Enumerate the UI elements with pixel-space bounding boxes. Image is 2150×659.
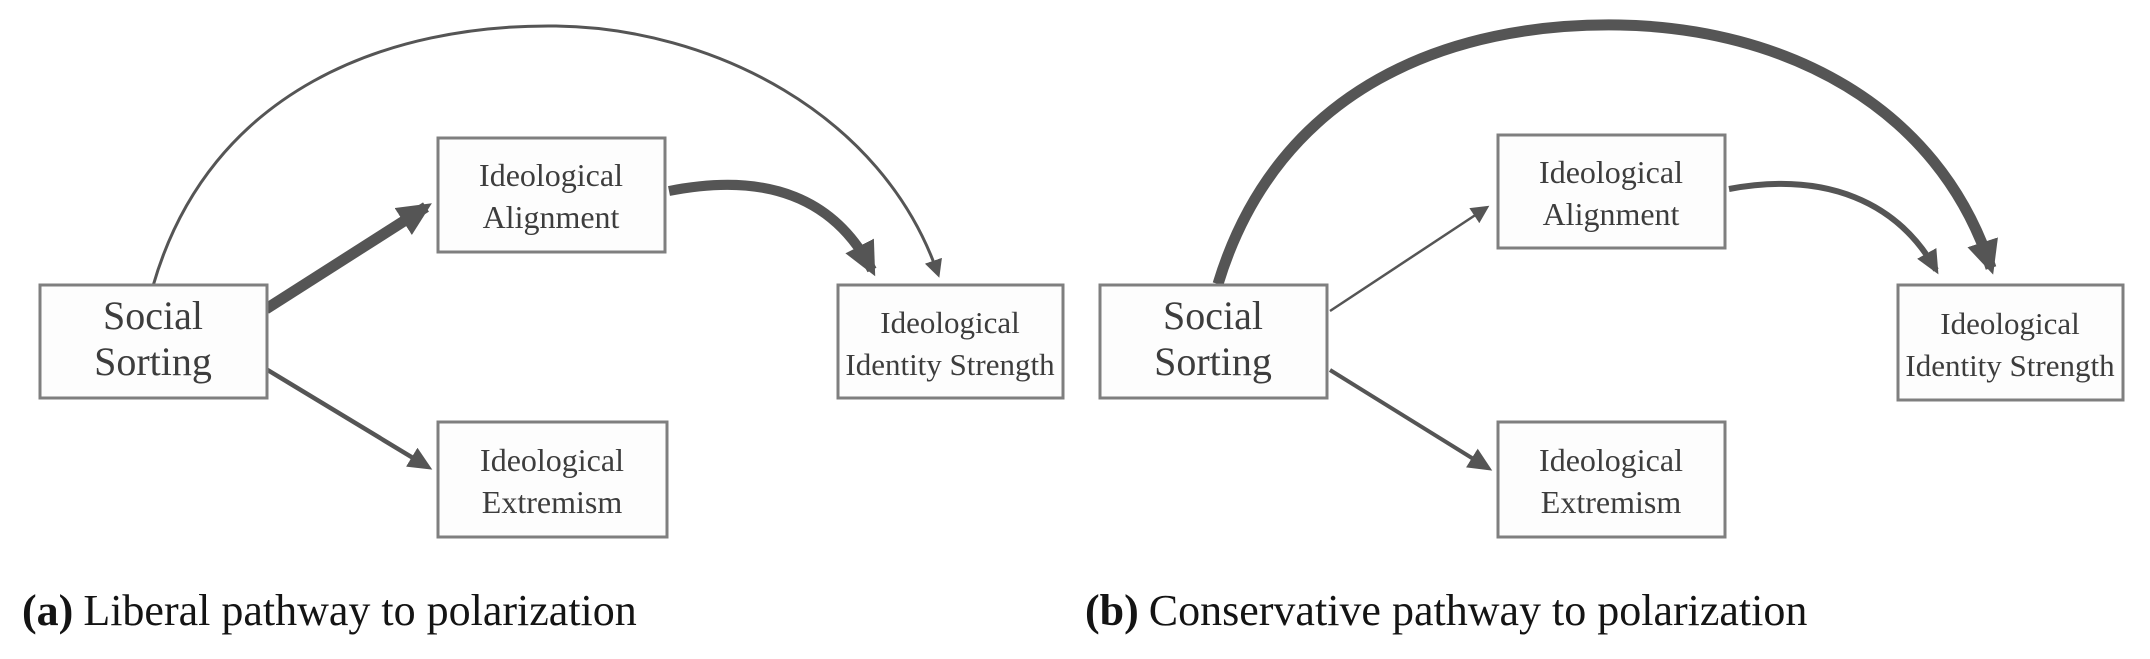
node-box [1496, 420, 1727, 539]
node-box [1496, 133, 1727, 250]
node-box [436, 136, 667, 254]
node-label-line1: Ideological [1940, 306, 2079, 341]
node-label-line2: Sorting [94, 339, 212, 384]
edge-a-socialsorting-to-extremism [264, 367, 433, 470]
node-label-line1: Ideological [479, 157, 623, 193]
node-label-line1: Ideological [880, 305, 1019, 340]
node-box [38, 283, 269, 400]
node-box [836, 283, 1065, 400]
caption-a-label: (a) [22, 586, 73, 635]
caption-b-text: Conservative pathway to polarization [1149, 586, 1808, 635]
node-label-line2: Alignment [483, 199, 620, 235]
caption-a: (a)Liberal pathway to polarization [22, 586, 637, 635]
node-a-ideological-extremism: Ideological Extremism [436, 420, 669, 539]
node-label-line2: Sorting [1154, 339, 1272, 384]
node-label-line2: Alignment [1543, 196, 1680, 232]
node-label-line2: Identity Strength [1905, 348, 2115, 383]
edge-a-alignment-to-identitystrength [668, 179, 877, 277]
edge-b-alignment-to-identitystrength [1728, 180, 1939, 275]
node-label-line1: Ideological [480, 442, 624, 478]
caption-b: (b)Conservative pathway to polarization [1085, 586, 1807, 635]
edge-b-socialsorting-to-alignment [1329, 205, 1490, 313]
edge-a-socialsorting-to-identitystrength-arc [151, 24, 942, 287]
edge-a-socialsorting-to-alignment [263, 202, 432, 314]
node-b-ideological-identity-strength: Ideological Identity Strength [1896, 283, 2125, 402]
node-label-line1: Ideological [1539, 154, 1683, 190]
node-label-line1: Social [1163, 293, 1263, 338]
edge-b-socialsorting-to-identitystrength-arc [1212, 19, 1998, 286]
caption-b-label: (b) [1085, 586, 1139, 635]
node-a-social-sorting: Social Sorting [38, 283, 269, 400]
edge-b-socialsorting-to-extremism [1328, 368, 1493, 471]
node-b-social-sorting: Social Sorting [1098, 283, 1329, 400]
node-label-line1: Social [103, 293, 203, 338]
diagram-a-liberal: Social Sorting Ideological Alignment Ide… [22, 24, 1065, 635]
node-box [436, 420, 669, 539]
node-label-line2: Identity Strength [845, 347, 1055, 382]
node-a-ideological-identity-strength: Ideological Identity Strength [836, 283, 1065, 400]
node-label-line2: Extremism [482, 484, 623, 520]
node-box [1896, 283, 2125, 402]
diagram-b-conservative: Social Sorting Ideological Alignment Ide… [1085, 19, 2125, 635]
node-label-line2: Extremism [1541, 484, 1682, 520]
caption-a-text: Liberal pathway to polarization [83, 586, 636, 635]
node-b-ideological-alignment: Ideological Alignment [1496, 133, 1727, 250]
node-b-ideological-extremism: Ideological Extremism [1496, 420, 1727, 539]
node-box [1098, 283, 1329, 400]
node-a-ideological-alignment: Ideological Alignment [436, 136, 667, 254]
node-label-line1: Ideological [1539, 442, 1683, 478]
